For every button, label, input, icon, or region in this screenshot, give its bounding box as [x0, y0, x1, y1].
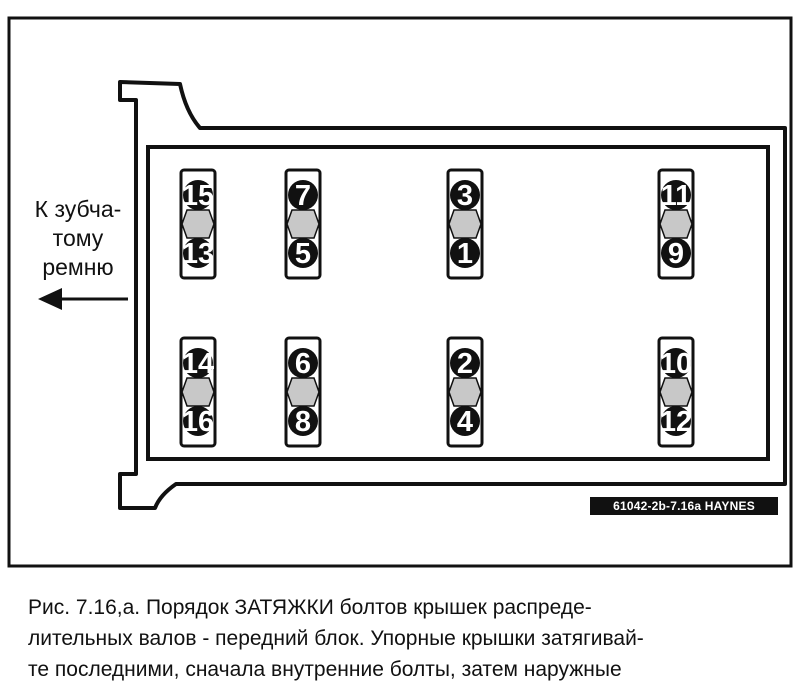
direction-label: К зубча- тому ремню	[35, 196, 122, 280]
caption-line: те последними, сначала внутренние болты,…	[28, 658, 622, 681]
direction-label-line: тому	[53, 225, 104, 251]
bolt-cap-icon: 24	[446, 336, 484, 448]
bolt-number-top: 10	[660, 348, 692, 380]
bolt-number-bottom: 13	[182, 238, 214, 270]
caption-line: Рис. 7.16,а. Порядок ЗАТЯЖКИ болтов крыш…	[28, 596, 592, 619]
bolt-number-top: 14	[182, 348, 214, 380]
cylinder-head-diagram: К зубча- тому ремню 15137531119141668241…	[7, 16, 793, 568]
bolt-number-top: 2	[457, 348, 473, 380]
bolt-number-top: 15	[182, 180, 214, 212]
figure-frame	[7, 16, 793, 568]
figure-caption: Рис. 7.16,а. Порядок ЗАТЯЖКИ болтов крыш…	[28, 592, 778, 685]
bolt-cap-icon: 10 12	[657, 336, 695, 448]
bolt-number-top: 3	[457, 180, 473, 212]
bolt-number-top: 6	[295, 348, 311, 380]
bolt-number-bottom: 1	[457, 238, 473, 270]
bolt-cap-icon: 14 16	[179, 336, 217, 448]
bolt-cap-icon: 31	[446, 168, 484, 280]
head-outline-outer	[118, 80, 787, 510]
bolt-number-bottom: 12	[660, 406, 692, 438]
bolt-number-bottom: 8	[295, 406, 311, 438]
bolt-number-top: 11	[661, 180, 692, 212]
bolt-number-bottom: 9	[668, 238, 684, 270]
bolt-cap-icon: 11 9	[657, 168, 695, 280]
direction-label-line: ремню	[42, 254, 113, 280]
head-outline-inner	[146, 145, 770, 461]
bolt-number-bottom: 16	[182, 406, 214, 438]
direction-label-line: К зубча-	[35, 196, 122, 222]
reference-code: 61042-2b-7.16a HAYNES	[590, 497, 778, 515]
bolt-number-bottom: 4	[457, 406, 473, 438]
bolt-cap-icon: 75	[284, 168, 322, 280]
bolt-cap-icon: 68	[284, 336, 322, 448]
bolt-number-bottom: 5	[295, 238, 311, 270]
bolt-number-top: 7	[295, 180, 311, 212]
caption-line: лительных валов - передний блок. Упорные…	[28, 627, 644, 650]
arrow-left-icon	[38, 288, 128, 310]
